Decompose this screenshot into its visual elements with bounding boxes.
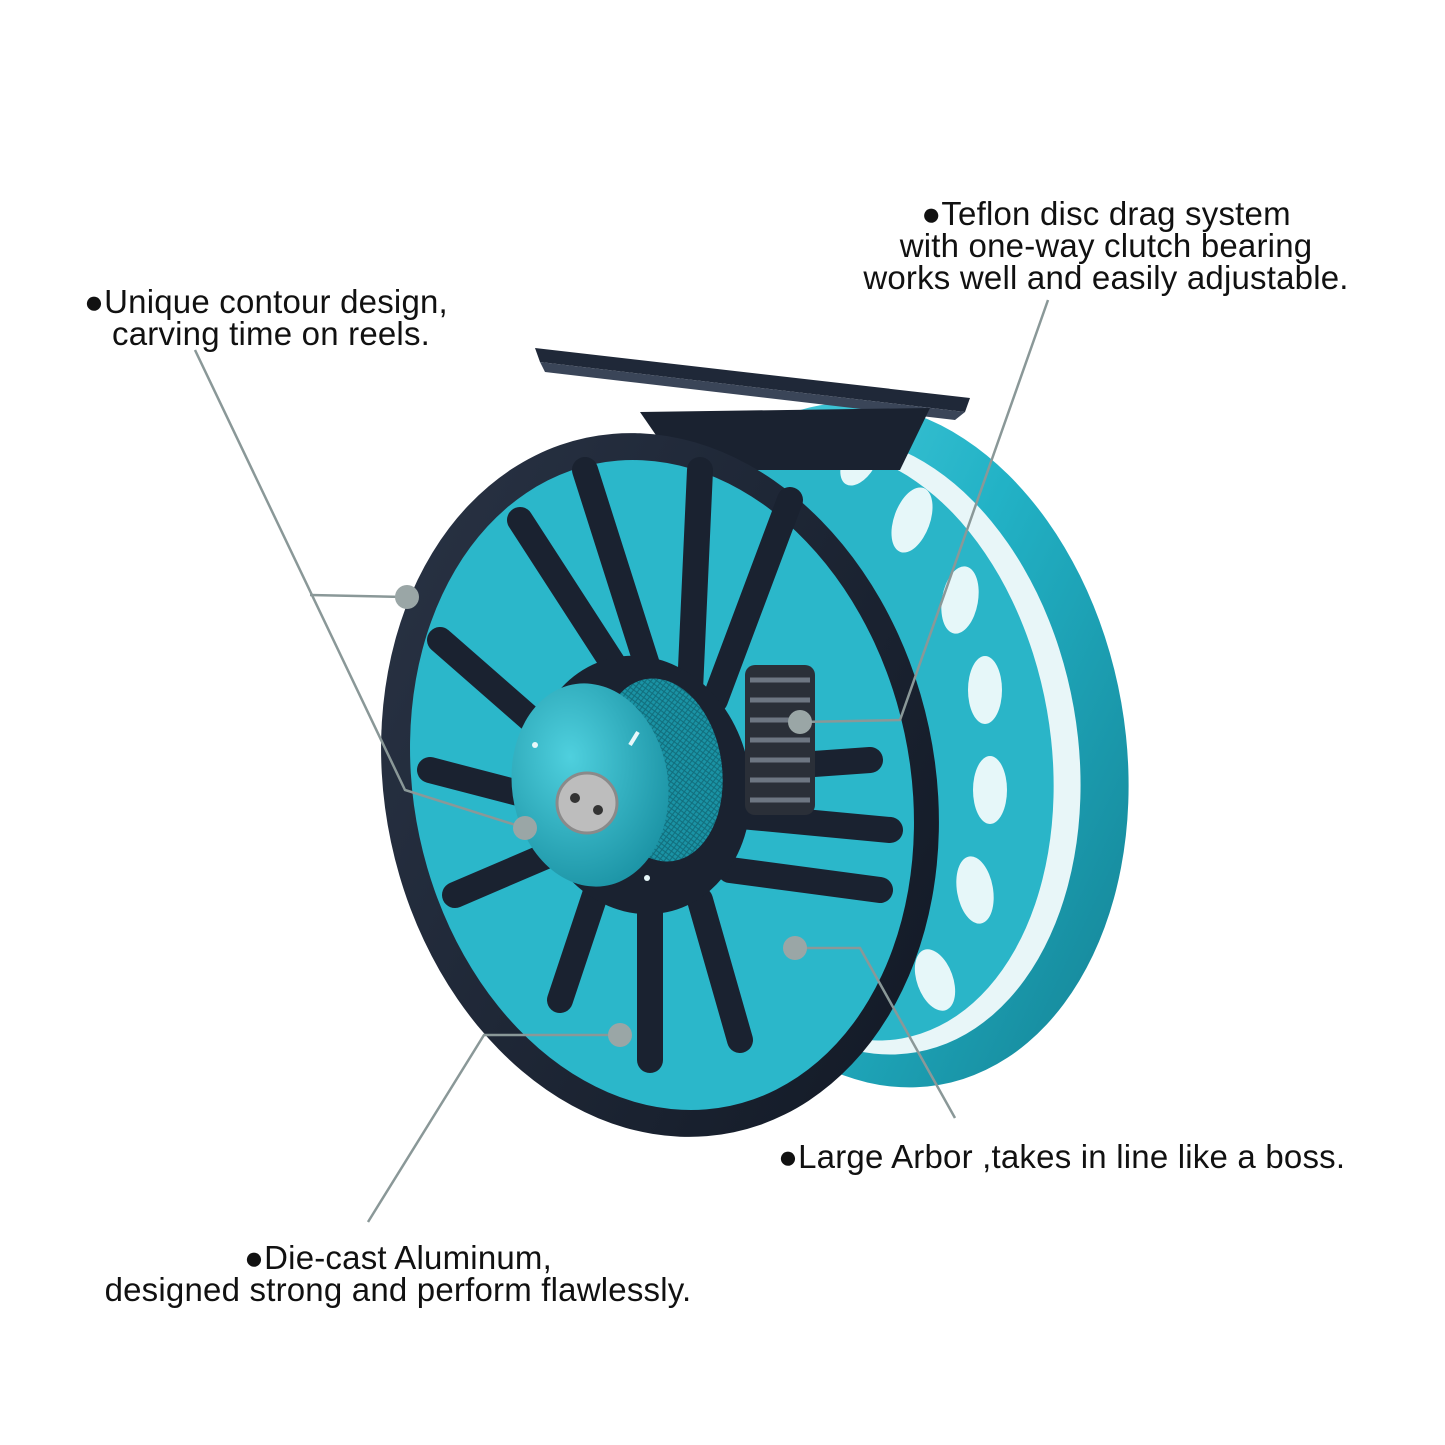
callout-drag-line2: with one-way clutch bearing <box>899 227 1313 264</box>
leader-line-contour-rim <box>309 593 406 599</box>
leader-line-contour <box>193 349 526 830</box>
callout-drag-line1: ●Teflon disc drag system <box>921 195 1291 232</box>
callout-aluminum-line1: ●Die-cast Aluminum, <box>244 1239 552 1276</box>
callout-contour-line1: ●Unique contour design, <box>84 283 448 320</box>
callout-drag-line3: works well and easily adjustable. <box>863 259 1349 296</box>
leader-dot-rim <box>395 585 419 609</box>
callout-contour-design: ●Unique contour design, carving time on … <box>84 283 448 352</box>
leader-line-arbor <box>795 946 957 1119</box>
leader-line-aluminum <box>366 1033 620 1223</box>
leader-dot-arbor <box>783 936 807 960</box>
leader-line-drag <box>799 299 1050 724</box>
callout-drag-system: ●Teflon disc drag system with one-way cl… <box>846 195 1366 296</box>
leader-dot-knob <box>513 816 537 840</box>
callout-aluminum-line2: designed strong and perform flawlessly. <box>104 1271 692 1308</box>
leader-lines <box>193 299 1050 1223</box>
callout-large-arbor: ●Large Arbor ,takes in line like a boss. <box>778 1138 1346 1175</box>
leader-dot-frame <box>608 1023 632 1047</box>
callout-die-cast-aluminum: ●Die-cast Aluminum, designed strong and … <box>78 1239 718 1308</box>
callout-arbor-line1: ●Large Arbor ,takes in line like a boss. <box>778 1138 1346 1175</box>
leader-dot-gear <box>788 710 812 734</box>
gear-detail <box>745 665 815 815</box>
leader-dots <box>395 585 812 1047</box>
drag-knob <box>511 678 723 887</box>
callout-contour-line2: carving time on reels. <box>112 315 431 352</box>
